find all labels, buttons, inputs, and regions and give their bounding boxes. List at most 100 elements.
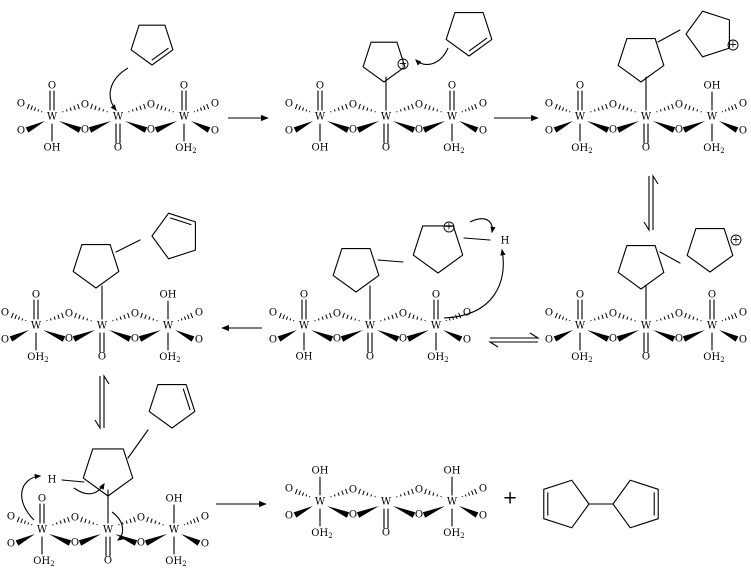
cation-charge: + (399, 59, 407, 70)
bond (377, 259, 404, 263)
hashed-bond (554, 103, 571, 113)
wedge-bond (459, 121, 479, 133)
hashed-bond (294, 488, 311, 498)
wedge-bond (49, 534, 72, 546)
terminal-oxygen: O (211, 126, 219, 137)
tungsten-atom: W (381, 497, 392, 508)
bridging-oxygen: O (333, 334, 341, 345)
water-label: OH2 (703, 143, 724, 156)
hashed-bond (10, 312, 27, 322)
terminal-oxygen: O (7, 539, 15, 550)
hashed-bond (330, 103, 348, 113)
bridging-oxygen: O (65, 309, 73, 320)
hashed-bond (46, 312, 64, 322)
curved-arrow (21, 473, 42, 521)
oxo-oxygen: O (382, 143, 390, 154)
tungsten-atom: W (707, 112, 718, 123)
terminal-oxygen: O (285, 126, 293, 137)
hashed-bond (618, 312, 636, 322)
curved-arrow (443, 248, 506, 319)
wedge-bond (293, 506, 313, 518)
wedge-bond (277, 330, 297, 342)
cation-charge: + (445, 222, 453, 233)
bridging-oxygen: O (349, 125, 357, 136)
tungsten-atom: W (163, 321, 174, 332)
wedge-bond (327, 506, 350, 518)
tungsten-atom: W (315, 112, 326, 123)
water-label: OH2 (571, 352, 592, 365)
terminal-oxygen: O (201, 512, 209, 523)
wedge-bond (653, 330, 676, 342)
bridging-oxygen: O (675, 100, 683, 111)
hashed-bond (396, 103, 414, 113)
cation-charge: + (729, 40, 737, 51)
hashed-bond (656, 103, 674, 113)
cyclopentene-ring (130, 24, 174, 66)
oxo-oxygen: O (366, 352, 374, 363)
wedge-bond (9, 330, 29, 342)
double-bond (170, 217, 192, 226)
hashed-bond (684, 312, 702, 322)
oxo-oxygen: O (432, 290, 440, 301)
wedge-bond (356, 506, 379, 518)
hashed-bond (424, 103, 442, 113)
terminal-oxygen: O (739, 126, 747, 137)
terminal-oxygen: O (545, 308, 553, 319)
hashed-bond (618, 103, 636, 113)
hydroxyl-group: OH (704, 81, 721, 92)
wedge-bond (138, 330, 161, 342)
bridging-oxygen: O (609, 334, 617, 345)
hashed-bond (590, 103, 608, 113)
hashed-bond (26, 103, 43, 113)
cation-charge-icon (397, 58, 409, 70)
hashed-bond (554, 312, 571, 322)
terminal-oxygen: O (285, 511, 293, 522)
curved-arrow (415, 47, 449, 66)
bridging-oxygen: O (415, 485, 423, 496)
wedge-bond (25, 121, 45, 133)
hashed-bond (193, 103, 210, 113)
water-label: OH2 (443, 528, 464, 541)
hydroxyl-group: OH (166, 494, 183, 505)
water-label: OH2 (571, 143, 592, 156)
terminal-oxygen: O (195, 308, 203, 319)
water-label: OH2 (175, 143, 196, 156)
oxo-oxygen: O (38, 494, 46, 505)
bridging-oxygen: O (399, 334, 407, 345)
cyclopentyl-ring (686, 228, 734, 273)
bridging-oxygen: O (71, 513, 79, 524)
bridging-oxygen: O (65, 334, 73, 345)
bridging-oxygen: O (137, 513, 145, 524)
double-bond (182, 388, 191, 410)
hashed-bond (721, 103, 738, 113)
wedge-bond (653, 121, 676, 133)
tungsten-atom: W (575, 321, 586, 332)
tungsten-atom: W (431, 321, 442, 332)
oxo-oxygen: O (576, 290, 584, 301)
wedge-bond (154, 121, 177, 133)
hashed-bond (314, 312, 332, 322)
wedge-bond (175, 330, 195, 342)
hashed-bond (342, 312, 360, 322)
terminal-oxygen: O (285, 99, 293, 110)
terminal-oxygen: O (285, 484, 293, 495)
wedge-bond (72, 330, 95, 342)
bond (659, 251, 681, 264)
hashed-bond (330, 488, 348, 498)
hashed-bond (62, 103, 80, 113)
hashed-bond (408, 312, 426, 322)
hydrogen-atom: H (501, 236, 510, 247)
cyclopentyl-ring (617, 245, 665, 290)
tungsten-atom: W (315, 497, 326, 508)
hashed-bond (52, 516, 70, 526)
curved-arrow (469, 218, 496, 234)
hydroxyl-group: OH (44, 143, 61, 154)
cyclopentyl-ring (412, 225, 464, 274)
wedge-bond (377, 330, 400, 342)
carbon-hydrogen-bond (61, 479, 85, 483)
cyclopentyl-ring (332, 248, 380, 293)
terminal-oxygen: O (545, 126, 553, 137)
